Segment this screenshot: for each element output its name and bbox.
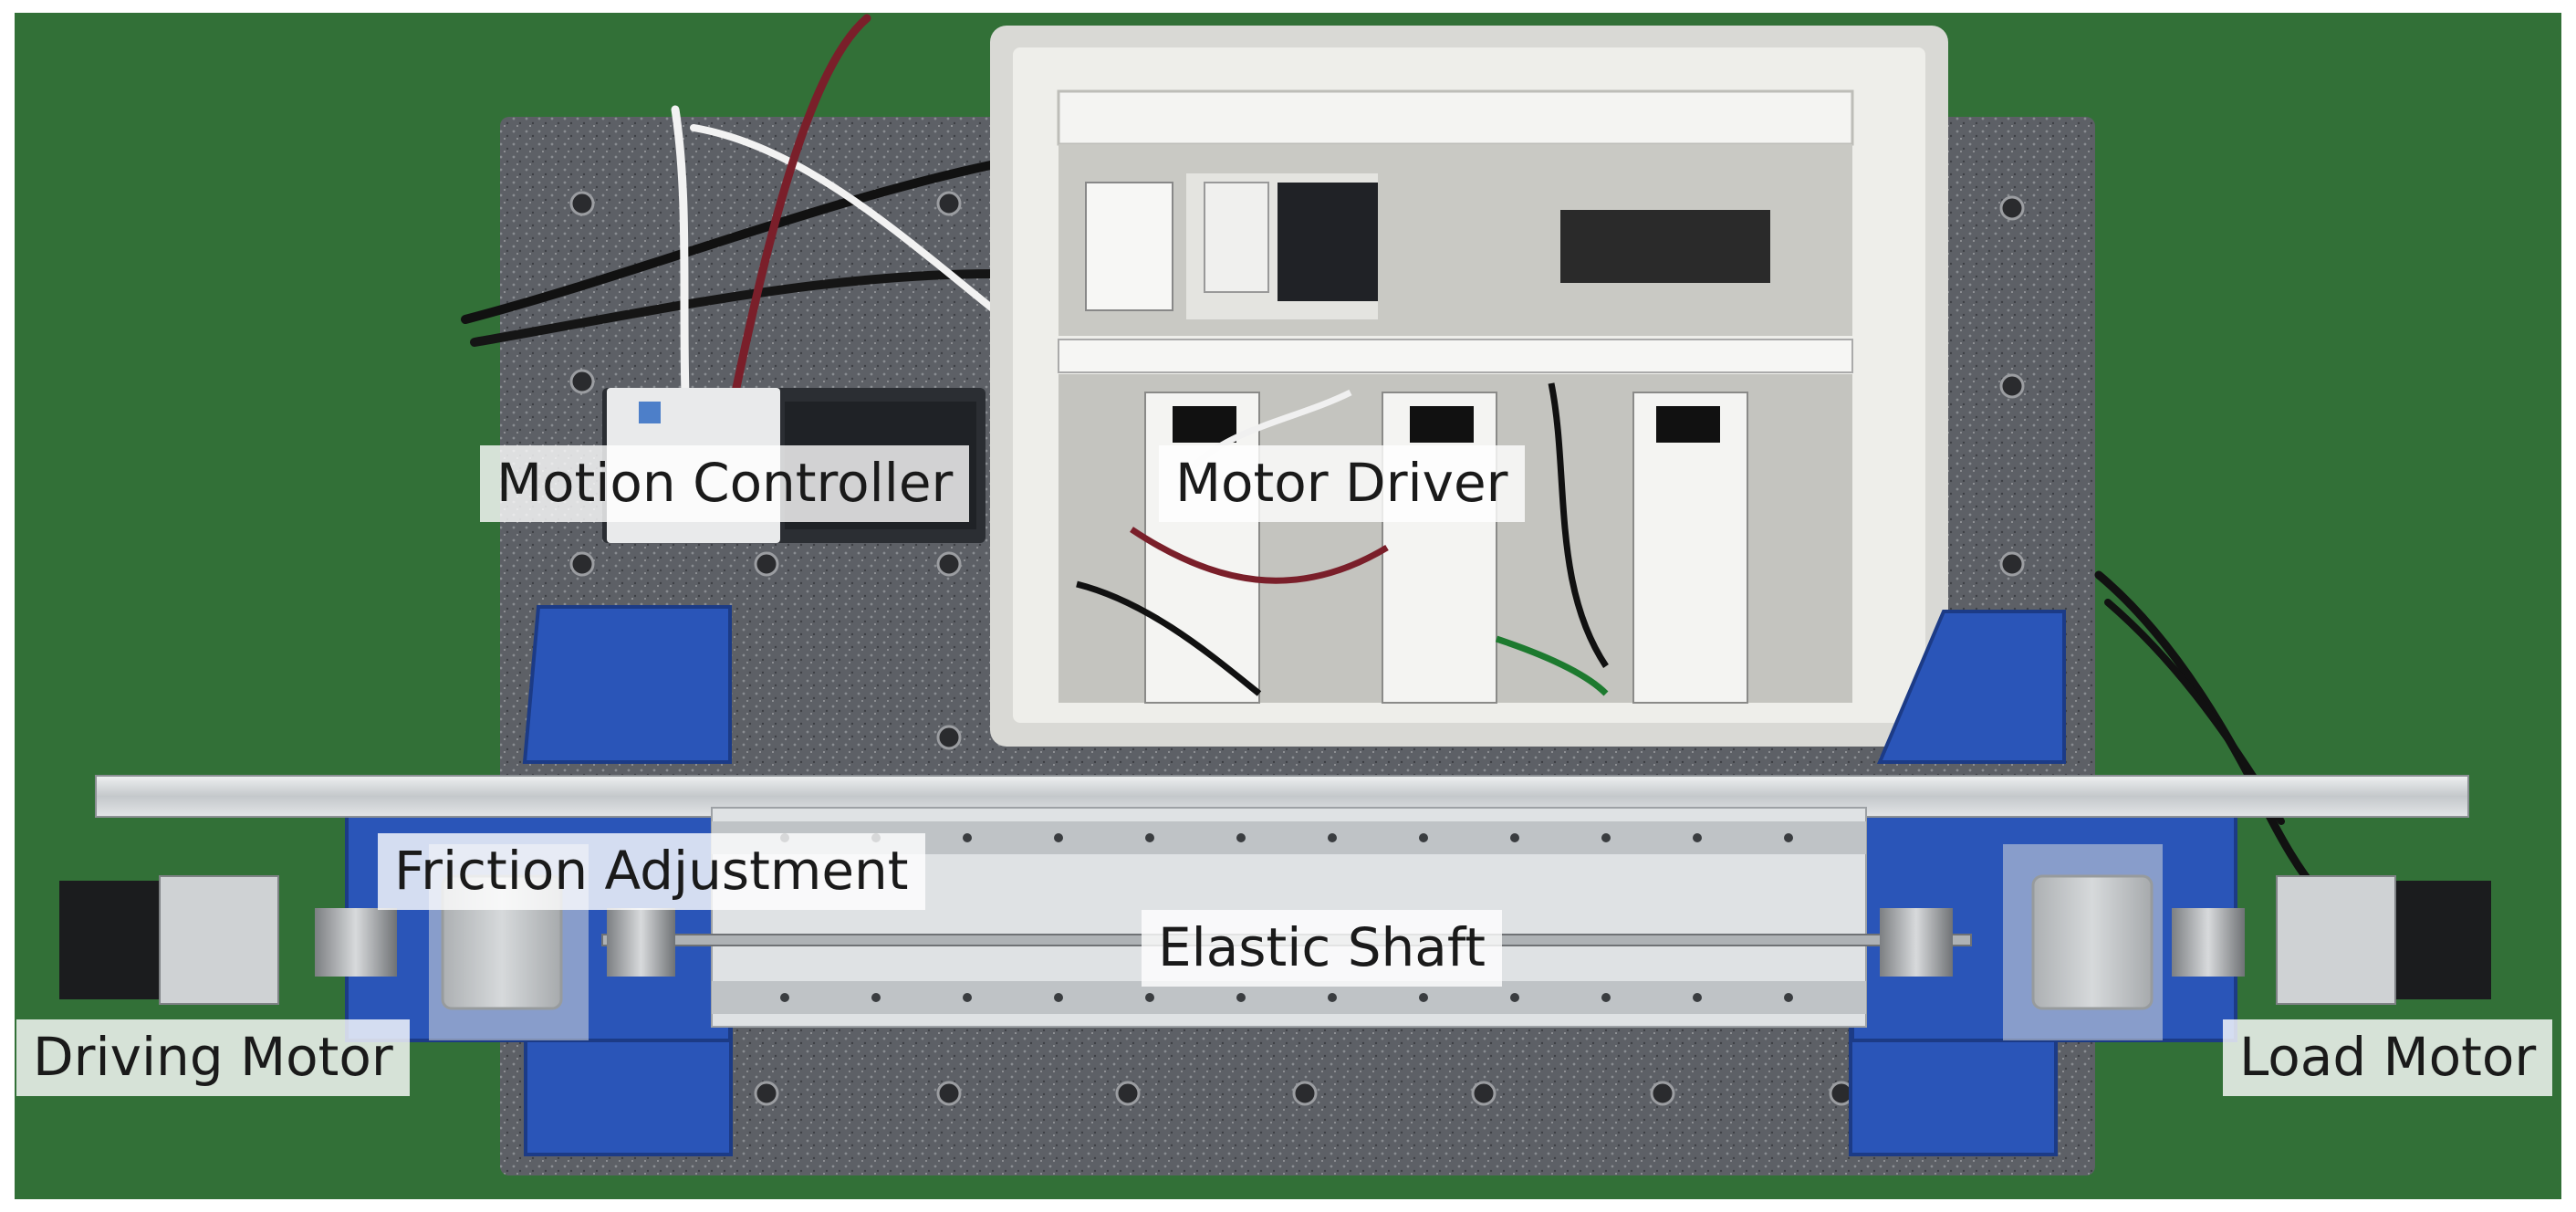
load-motor-label: Load Motor <box>2223 1019 2553 1096</box>
motor-driver-label: Motor Driver <box>1159 445 1525 522</box>
driving-motor-label: Driving Motor <box>16 1019 410 1096</box>
friction-adjustment-label: Friction Adjustment <box>378 833 925 910</box>
elastic-shaft-label: Elastic Shaft <box>1142 910 1502 987</box>
motion-controller-label: Motion Controller <box>480 445 970 522</box>
